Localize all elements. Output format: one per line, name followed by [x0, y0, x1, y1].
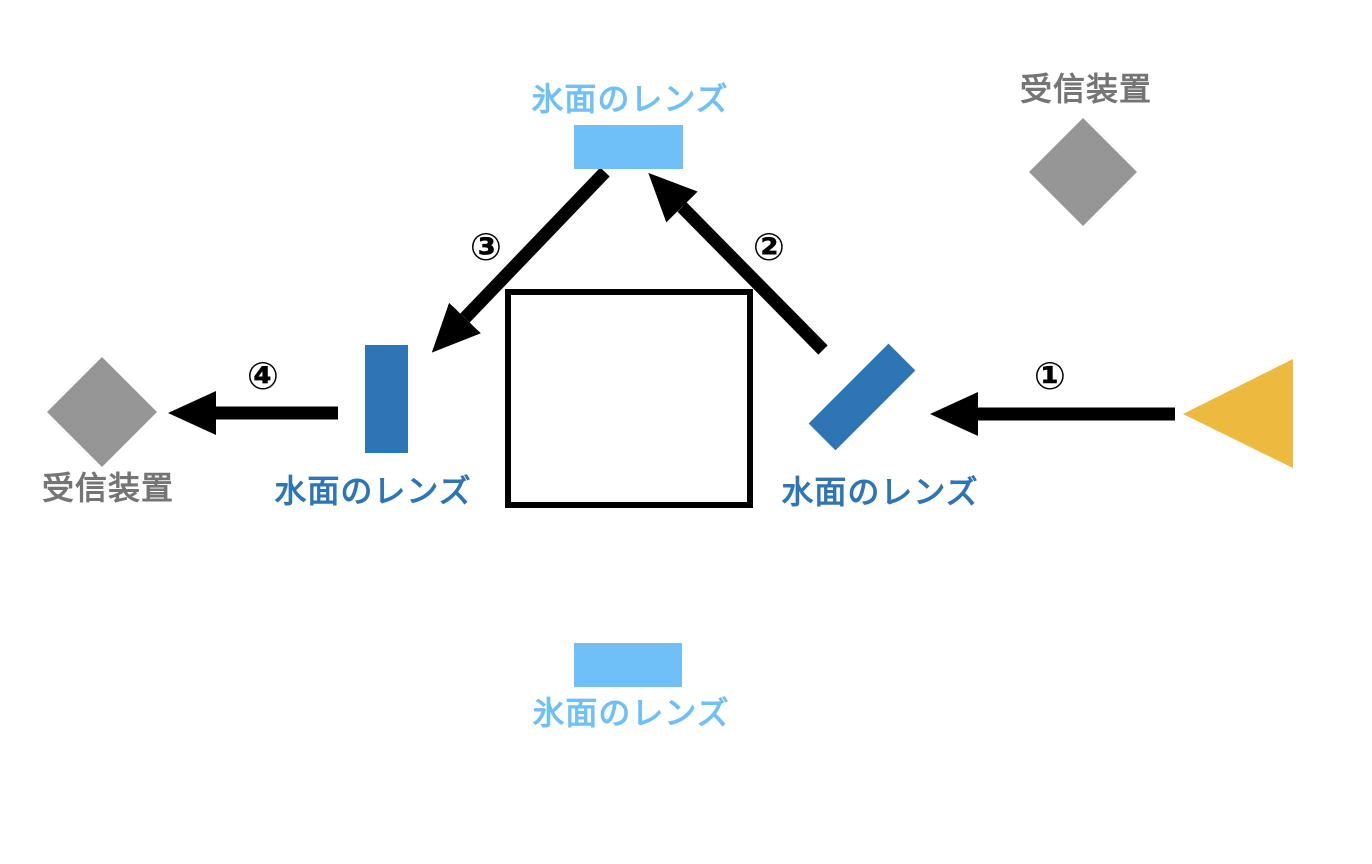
emitter-triangle [1183, 359, 1293, 468]
ice-lens-top-label: 氷面のレンズ [531, 81, 729, 117]
ice-lens-bottom-label: 氷面のレンズ [532, 695, 730, 731]
water-lens-left-label: 水面のレンズ [274, 473, 472, 509]
beam-arrow-3 [431, 167, 610, 353]
receiver-top-right-label: 受信装置 [1019, 71, 1153, 107]
water-lens-right-shape [808, 343, 916, 451]
step-3-number: ③ [469, 225, 503, 269]
water-lens-right-label: 水面のレンズ [781, 474, 979, 510]
obstacle-square [505, 289, 753, 508]
beam-arrow-2 [648, 172, 828, 355]
step-1-number: ① [1033, 354, 1067, 398]
receiver-diamond-top-right [1029, 118, 1137, 226]
receiver-diamond-left [47, 357, 157, 467]
step-2-number: ② [752, 225, 786, 269]
water-lens-left-shape [365, 345, 408, 453]
step-4-number: ④ [246, 354, 280, 398]
ice-lens-top-shape [574, 125, 683, 169]
receiver-left-label: 受信装置 [41, 470, 175, 506]
ice-lens-bottom-shape [574, 643, 682, 687]
